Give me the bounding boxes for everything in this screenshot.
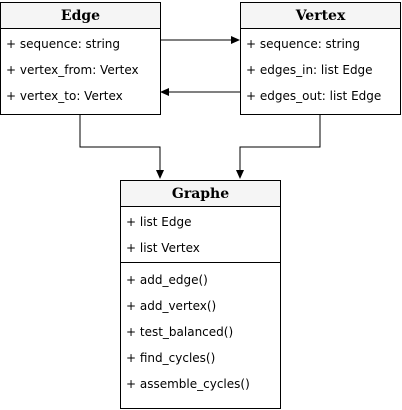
class-vertex-attributes: + sequence: string + edges_in: list Edge… (241, 29, 400, 109)
edge-attr-sequence: + sequence: string (6, 37, 120, 51)
class-graphe[interactable]: Graphe + list Edge + list Vertex + add_e… (120, 180, 281, 409)
edge-attr-vertex-from: + vertex_from: Vertex (6, 63, 139, 77)
graphe-method-find-cycles: + find_cycles() (126, 351, 216, 365)
vertex-attr-edges-out: + edges_out: list Edge (246, 89, 382, 103)
class-vertex[interactable]: Vertex + sequence: string + edges_in: li… (240, 2, 401, 115)
class-graphe-attributes: + list Edge + list Vertex (121, 207, 280, 262)
vertex-attr-edges-in: + edges_in: list Edge (246, 63, 373, 77)
class-graphe-methods: + add_edge() + add_vertex() + test_balan… (121, 262, 280, 397)
class-edge[interactable]: Edge + sequence: string + vertex_from: V… (0, 2, 161, 115)
edge-attr-vertex-to: + vertex_to: Vertex (6, 89, 123, 103)
graphe-method-add-edge: + add_edge() (126, 273, 208, 287)
class-edge-attributes: + sequence: string + vertex_from: Vertex… (1, 29, 160, 109)
graphe-method-assemble-cycles: + assemble_cycles() (126, 377, 250, 391)
arrow-edge-to-graphe (79, 115, 164, 179)
graphe-method-test-balanced: + test_balanced() (126, 325, 234, 339)
class-vertex-title: Vertex (241, 3, 400, 29)
graphe-attr-list-vertex: + list Vertex (126, 241, 200, 255)
vertex-attr-sequence: + sequence: string (246, 37, 360, 51)
graphe-attr-list-edge: + list Edge (126, 215, 192, 229)
class-edge-title: Edge (1, 3, 160, 29)
arrow-vertex-to-graphe (236, 115, 321, 179)
graphe-method-add-vertex: + add_vertex() (126, 299, 217, 313)
class-graphe-title: Graphe (121, 181, 280, 207)
